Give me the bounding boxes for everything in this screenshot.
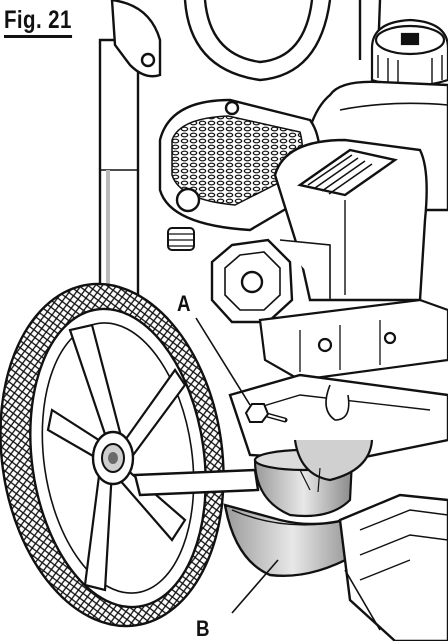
fuel-cap [370,18,448,88]
base-deck [228,373,448,462]
wheel [0,282,225,628]
callout-b-label: B [196,616,210,641]
leader-lines [195,317,279,614]
top-frame-arch [183,0,382,82]
pump-bowl [253,439,374,518]
starter-housing [210,238,294,324]
figure-title: Fig. 21 [4,6,72,38]
control-housing [338,493,448,641]
callout-a-label: A [177,291,191,316]
engine-base [258,298,448,382]
inlet-strainer [167,227,195,251]
air-filter-cover [158,98,322,232]
engine-shroud [273,138,428,302]
axle [133,468,260,497]
bolt-a [244,403,288,423]
